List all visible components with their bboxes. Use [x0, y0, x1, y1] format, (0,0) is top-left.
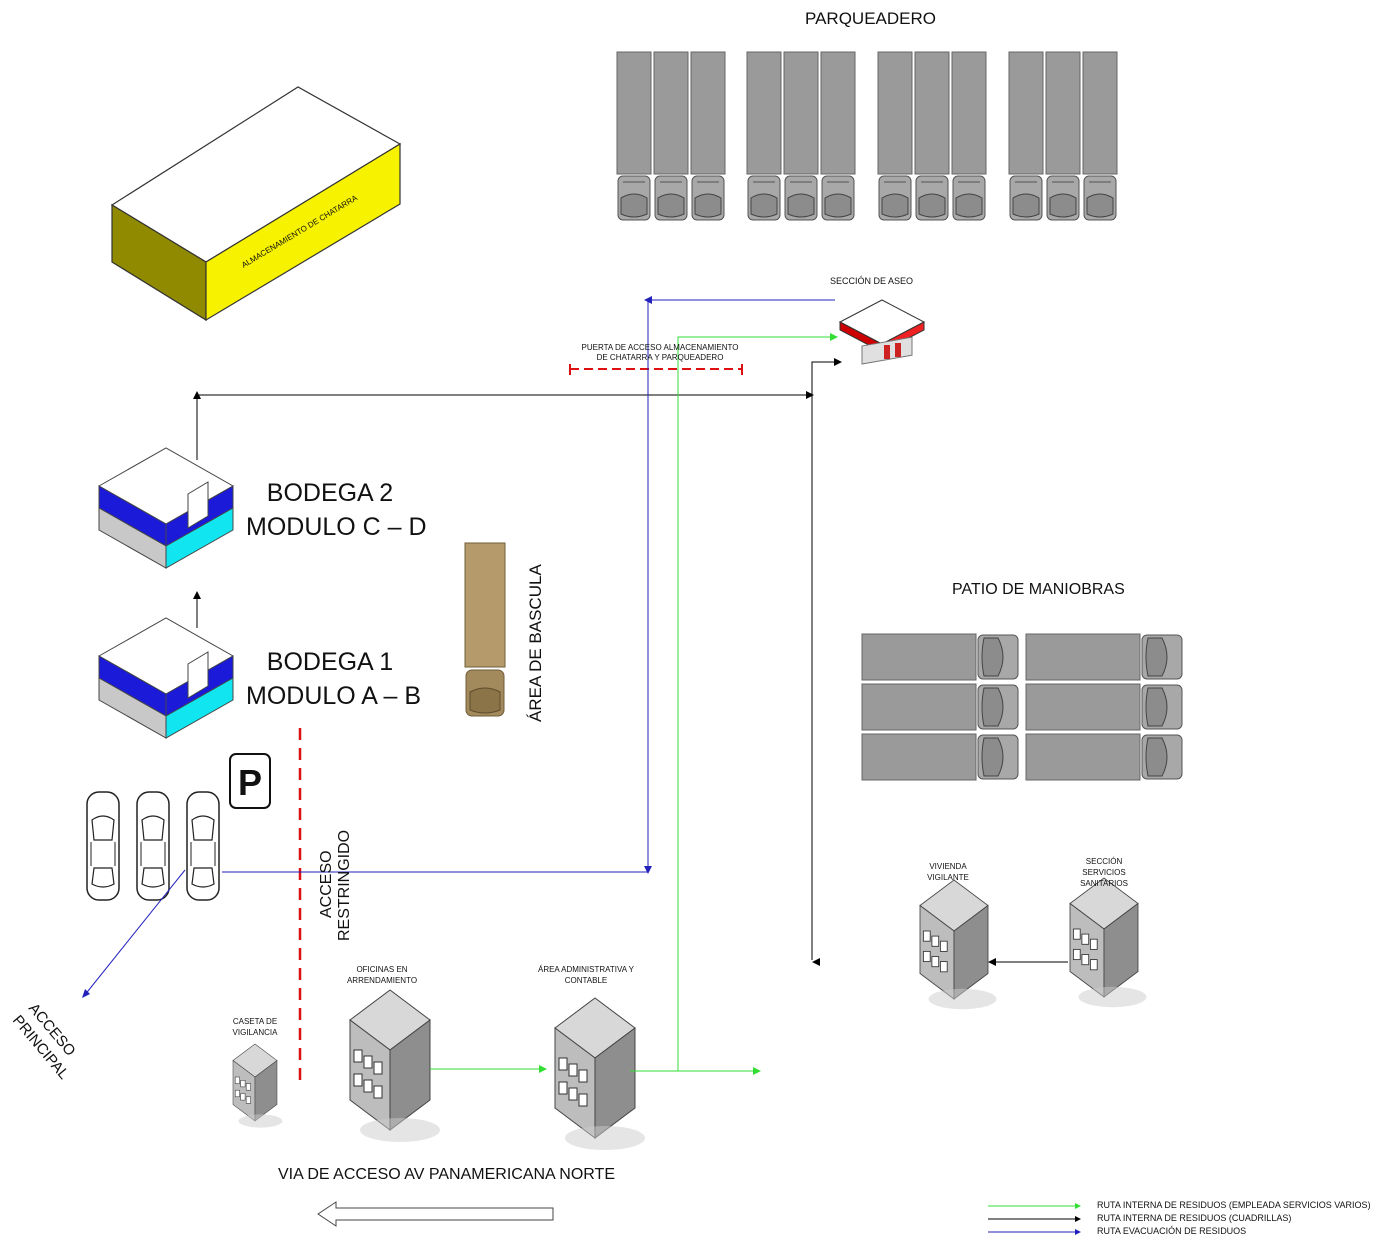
- bodega-1-modulo: MODULO A – B: [246, 682, 422, 710]
- bodega-2-modulo: MODULO C – D: [246, 513, 427, 541]
- route-servicios-varios: [430, 336, 834, 1072]
- yard-truck: [1025, 733, 1183, 781]
- bodega-2-building: [97, 447, 235, 569]
- legend-arrowhead: [1075, 1229, 1081, 1235]
- via-acceso-label: VIA DE ACCESO AV PANAMERICANA NORTE: [278, 1166, 615, 1183]
- parked-truck: [1008, 51, 1044, 221]
- acceso-restringido-line2: RESTRINGIDO: [336, 829, 353, 941]
- administrativa-building: [554, 997, 646, 1151]
- scrap-warehouse: [110, 86, 402, 322]
- parked-truck: [877, 51, 913, 221]
- yard-truck: [1025, 683, 1183, 731]
- legend-arrowhead: [1075, 1216, 1081, 1222]
- sanitarios-building: [1069, 877, 1147, 1008]
- parqueadero-trucks: [616, 51, 1118, 221]
- parked-truck: [1082, 51, 1118, 221]
- parked-truck: [746, 51, 782, 221]
- legend-item-servicios-varios: RUTA INTERNA DE RESIDUOS (EMPLEADA SERVI…: [1097, 1200, 1371, 1210]
- via-acceso-arrow: [317, 1201, 554, 1227]
- parked-truck: [914, 51, 950, 221]
- route-servicios-varios-arrowheads: [539, 333, 838, 1075]
- patio-maniobras-label: PATIO DE MANIOBRAS: [952, 581, 1125, 598]
- patio-maniobras-trucks: [861, 633, 1183, 781]
- route-evacuacion: [83, 299, 835, 997]
- parqueadero-label: PARQUEADERO: [805, 9, 936, 28]
- oficinas-label: OFICINAS EN ARRENDAMIENTO: [346, 965, 418, 985]
- parked-truck: [1045, 51, 1081, 221]
- administrativa-label: ÁREA ADMINISTRATIVA Y CONTABLE: [537, 965, 635, 985]
- route-cuadrillas-arrowheads: [193, 358, 996, 966]
- parked-truck: [951, 51, 987, 221]
- vivienda-label: VIVIENDA VIGILANTE: [927, 862, 969, 882]
- access-gate: [569, 364, 743, 375]
- yard-truck: [861, 633, 1019, 681]
- sanitarios-label: SECCIÓN SERVICIOS SANITARIOS: [1080, 857, 1128, 888]
- bodega-2-title: BODEGA 2: [266, 479, 394, 507]
- route-evacuacion-arrowheads: [82, 296, 652, 998]
- legend-item-evacuacion: RUTA EVACUACIÓN DE RESIDUOS: [1097, 1226, 1247, 1236]
- parked-truck: [616, 51, 652, 221]
- legend-arrowhead: [1075, 1203, 1081, 1209]
- puerta-acceso-label: PUERTA DE ACCESO ALMACENAMIENTO DE CHATA…: [581, 343, 739, 362]
- seccion-aseo-building: [838, 299, 926, 365]
- parked-truck: [653, 51, 689, 221]
- bodega-1-title: BODEGA 1: [266, 648, 394, 676]
- legend-item-cuadrillas: RUTA INTERNA DE RESIDUOS (CUADRILLAS): [1097, 1213, 1292, 1223]
- parking-sign: P: [229, 753, 271, 809]
- yard-truck: [1025, 633, 1183, 681]
- svg-text:P: P: [238, 762, 262, 803]
- yard-truck: [861, 733, 1019, 781]
- parked-truck: [690, 51, 726, 221]
- bodega-1-building: [97, 617, 235, 739]
- legend-lines: [988, 1203, 1081, 1235]
- yard-truck: [861, 683, 1019, 731]
- acceso-restringido-line1: ACCESO: [318, 850, 335, 918]
- caseta-building: [232, 1043, 283, 1128]
- caseta-label: CASETA DE VIGILANCIA: [232, 1017, 278, 1037]
- seccion-aseo-label: SECCIÓN DE ASEO: [830, 276, 914, 286]
- vivienda-building: [919, 879, 997, 1010]
- parked-truck: [783, 51, 819, 221]
- oficinas-building: [349, 989, 441, 1143]
- parked-cars: [86, 791, 220, 901]
- bascula-truck: [464, 542, 506, 717]
- area-bascula-label: ÁREA DE BASCULA: [526, 564, 545, 722]
- parked-truck: [820, 51, 856, 221]
